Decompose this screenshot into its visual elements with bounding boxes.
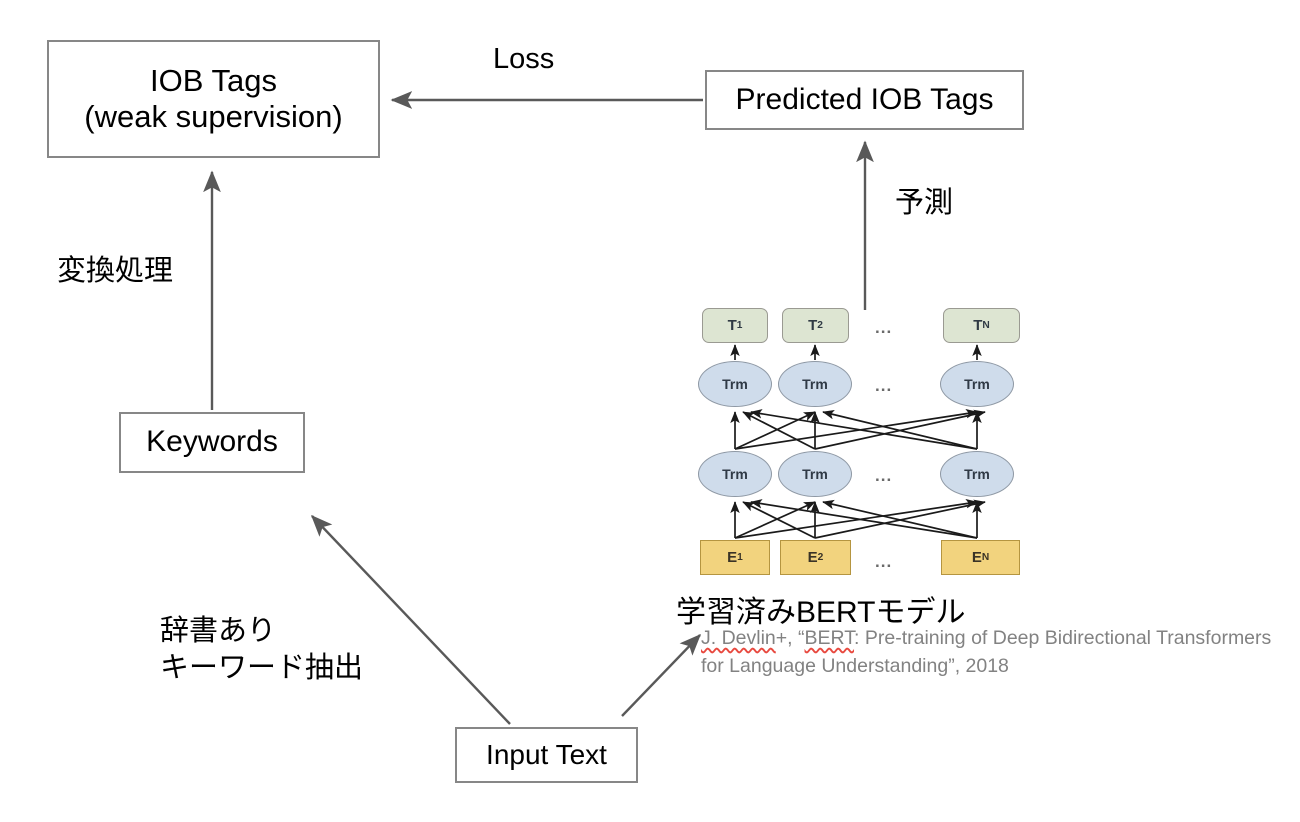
bert-connection-edges [730,344,986,539]
edge-label-keyword-extraction: 辞書あり キーワード抽出 [160,613,363,687]
keyword-extraction-line2: キーワード抽出 [160,652,364,685]
bert-transformer-bottom-ellipsis: ... [875,466,893,485]
t2-sub: 2 [817,320,823,331]
e1-sub: 1 [737,552,743,563]
edge-input-to-bert [621,633,701,717]
trm-top-1-label: Trm [722,376,748,392]
node-predicted-iob-tags[interactable]: Predicted IOB Tags [705,70,1024,130]
node-input-text[interactable]: Input Text [455,727,638,783]
input-text-label: Input Text [486,738,607,770]
citation-title-bert: BERT [804,627,855,649]
bert-transformer-bottom-n[interactable]: Trm [940,451,1014,497]
node-iob-tags[interactable]: IOB Tags (weak supervision) [47,40,380,158]
citation-close-quote: ” [948,654,955,677]
citation-title-rest: : Pre-training of Deep Bidirectional Tra… [701,627,1272,677]
e2-base: E [807,549,818,566]
bert-transformer-top-ellipsis: ... [875,376,893,395]
citation-authors: J. Devlin [701,627,776,649]
bert-model-caption: 学習済みBERTモデル [676,596,966,629]
edge-label-loss: Loss [493,43,555,75]
bert-transformer-top-1[interactable]: Trm [698,361,772,407]
bert-transformer-top-n[interactable]: Trm [940,361,1014,407]
trm-top-2-label: Trm [802,376,828,392]
trm-bot-n-label: Trm [964,466,990,482]
citation-open-quote: “ [798,627,805,649]
e2-sub: 2 [817,552,824,563]
trm-bot-1-label: Trm [722,466,748,482]
keyword-extraction-line1: 辞書あり [160,615,277,647]
trm-top-n-label: Trm [964,376,990,392]
en-sub: N [981,552,990,563]
predicted-iob-tags-label: Predicted IOB Tags [735,82,994,116]
iob-tags-line1: IOB Tags [150,63,277,99]
t2-base: T [808,317,818,334]
bert-embedding-ellipsis: ... [875,552,893,571]
t1-base: T [727,317,737,334]
keywords-label: Keywords [146,425,278,459]
t1-sub: 1 [736,320,743,331]
edge-label-conversion: 変換処理 [57,255,174,287]
en-base: E [971,549,982,566]
bert-transformer-bottom-2[interactable]: Trm [778,451,852,497]
edge-label-prediction: 予測 [895,187,954,219]
bert-citation: J. Devlin+, “BERT: Pre-training of Deep … [701,625,1291,680]
iob-tags-line2: (weak supervision) [84,99,343,134]
bert-output-ellipsis: ... [875,318,893,337]
bert-transformer-bottom-1[interactable]: Trm [698,451,772,497]
tn-base: T [973,317,983,334]
bert-transformer-top-2[interactable]: Trm [778,361,852,407]
trm-bot-2-label: Trm [802,466,828,482]
citation-year: , 2018 [954,654,1009,677]
e1-base: E [727,549,738,566]
node-keywords[interactable]: Keywords [119,412,305,473]
tn-sub: N [982,320,990,331]
citation-plus: + [775,627,788,649]
citation-separator: , [787,627,799,649]
